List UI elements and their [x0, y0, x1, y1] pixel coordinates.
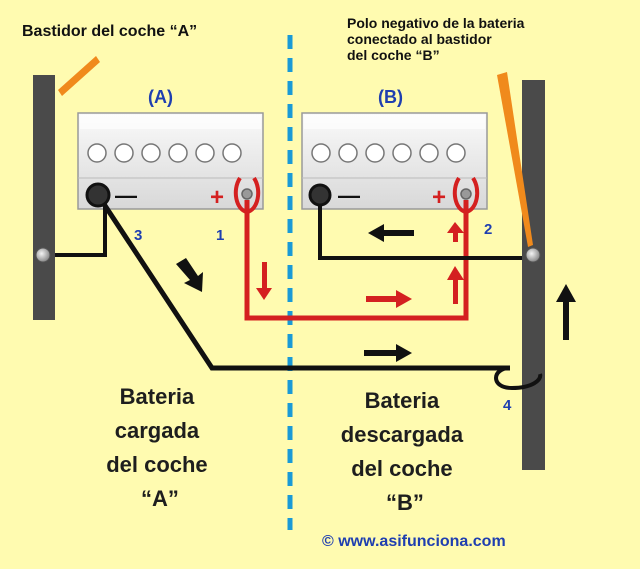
connection-number-3: 3: [134, 227, 142, 244]
connection-number-1: 1: [216, 227, 224, 244]
black-arrow-up-icon: [556, 284, 576, 340]
bolt-frame-b: [525, 247, 541, 263]
connection-number-2: 2: [484, 221, 492, 238]
black-cable-battery-b: [318, 195, 522, 260]
negative-pole-label: Polo negativo de la bateria conectado al…: [347, 15, 528, 63]
frame-a-pointer: [58, 56, 100, 96]
plus-label-b: +: [432, 184, 446, 211]
red-arrow-right-icon: [366, 290, 412, 308]
red-arrow-up-icon-2: [447, 222, 464, 242]
red-arrow-up-icon: [447, 266, 464, 304]
negative-pole-pointer: [497, 72, 533, 247]
frame-a-label: Bastidor del coche “A”: [22, 23, 197, 40]
black-arrows: [176, 224, 576, 362]
minus-label-b: —: [338, 183, 360, 208]
black-arrow-diagonal-icon: [176, 258, 203, 292]
car-b-frame: [522, 80, 545, 470]
red-arrows: [256, 222, 464, 308]
charged-battery-label: Bateria cargada del coche “A”: [106, 384, 214, 511]
black-clamp-4: [494, 366, 543, 391]
connection-number-4: 4: [503, 397, 512, 414]
black-arrow-right-icon: [364, 344, 412, 362]
red-arrow-down-icon: [256, 262, 272, 300]
copyright-link[interactable]: © www.asifunciona.com: [322, 533, 506, 550]
red-clamp-1: [233, 176, 261, 215]
red-clamp-2: [452, 176, 480, 215]
bolt-frame-a: [35, 247, 51, 263]
black-arrow-left-icon: [368, 224, 414, 242]
battery-b-cells: [311, 143, 466, 163]
battery-b: [301, 112, 488, 210]
negative-terminal-b: [308, 183, 332, 207]
car-a-frame: [33, 75, 55, 320]
minus-label-a: —: [115, 183, 137, 208]
negative-terminal-a: [85, 182, 111, 208]
battery-b-label: (B): [378, 87, 403, 107]
battery-a-cells: [87, 143, 242, 163]
discharged-battery-label: Bateria descargada del coche “B”: [341, 388, 469, 515]
black-cable-car-a-ground: [55, 195, 107, 257]
plus-label-a: +: [210, 184, 224, 211]
battery-a-label: (A): [148, 87, 173, 107]
black-jumper-cable: [95, 193, 510, 371]
